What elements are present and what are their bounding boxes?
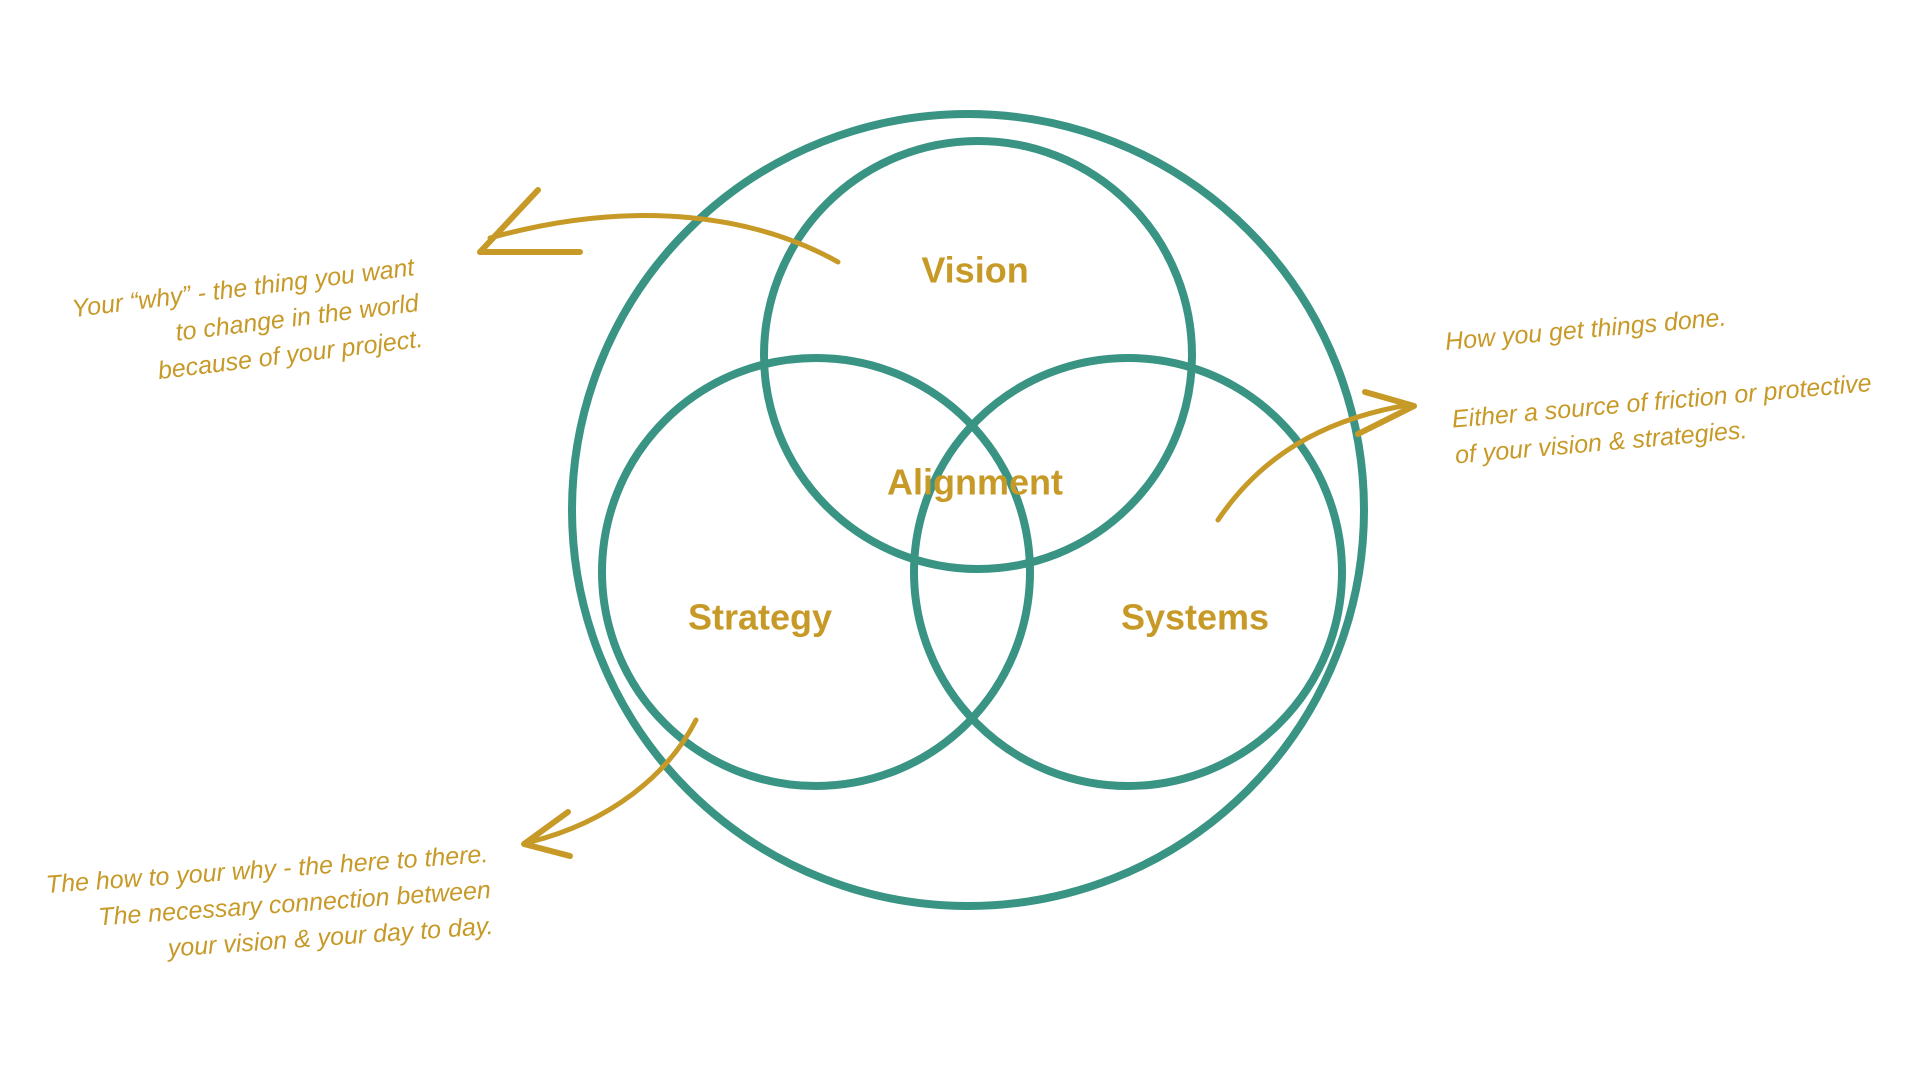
systems-arrow xyxy=(1215,389,1417,523)
vision-label: Vision xyxy=(921,250,1028,291)
vision-note: Your “why” - the thing you want to chang… xyxy=(70,253,424,385)
outer-circle xyxy=(568,110,1368,910)
strategy-circle xyxy=(598,354,1034,790)
strategy-arrow xyxy=(521,717,699,859)
vision-arrow xyxy=(477,187,841,265)
alignment-label: Alignment xyxy=(887,462,1063,503)
systems-label: Systems xyxy=(1121,597,1269,638)
systems-note: How you get things done. Either a source… xyxy=(1444,303,1873,469)
vision-circle xyxy=(760,137,1196,573)
strategy-note: The how to your why - the here to there.… xyxy=(45,840,494,963)
systems-note-line-1: How you get things done. xyxy=(1444,303,1728,355)
strategy-label: Strategy xyxy=(688,597,832,638)
systems-circle xyxy=(910,354,1346,790)
